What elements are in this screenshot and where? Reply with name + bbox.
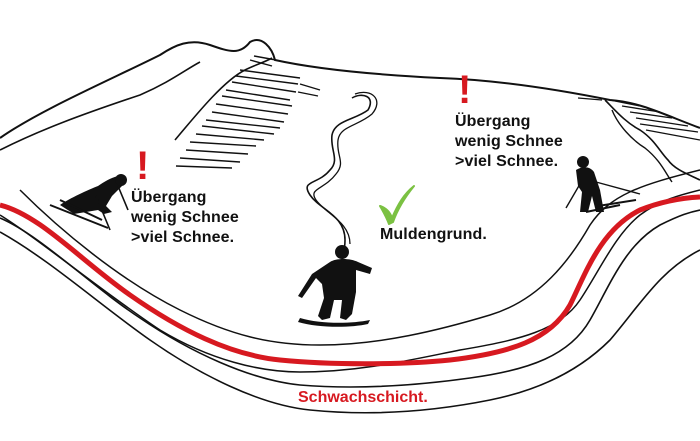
right-warning-label: Übergang wenig Schnee >viel Schnee.	[455, 112, 563, 172]
basin-base-contour	[0, 231, 700, 414]
left-warning-line-1: Übergang	[131, 189, 207, 206]
left-warning-line-2: wenig Schnee	[131, 209, 239, 226]
weak-layer-line	[0, 194, 700, 367]
skier-left-silhouette	[49, 174, 129, 231]
left-warning-label: Übergang wenig Schnee >viel Schnee.	[131, 188, 239, 248]
check-icon	[379, 185, 415, 225]
center-label: Muldengrund.	[380, 226, 487, 243]
basin-contour-upper	[0, 189, 700, 373]
left-warning-line-3: >viel Schnee.	[131, 229, 235, 246]
ski-track	[306, 94, 372, 273]
basin-inner-contour	[19, 169, 700, 346]
basin-bottom-contour	[0, 209, 700, 388]
mountain-outline	[0, 39, 700, 139]
right-mountain-contour	[604, 99, 700, 181]
right-warning-line-3: >viel Schnee.	[455, 153, 559, 170]
right-mountain-contour-2	[611, 109, 673, 183]
left-slope-line	[0, 61, 201, 151]
rock-hatching-right	[577, 97, 700, 141]
rock-hatching-left	[175, 55, 321, 169]
snowboarder-silhouette	[298, 245, 372, 327]
weak-layer-label: Schwachschicht.	[298, 389, 428, 406]
right-warning-line-1: Übergang	[455, 113, 531, 130]
skier-right-silhouette	[565, 156, 641, 213]
ridge-line	[174, 57, 273, 141]
left-exclamation-icon: !	[136, 144, 150, 188]
right-warning-line-2: wenig Schnee	[455, 133, 563, 150]
ski-track-2	[313, 91, 378, 245]
right-exclamation-icon: !	[458, 68, 472, 112]
